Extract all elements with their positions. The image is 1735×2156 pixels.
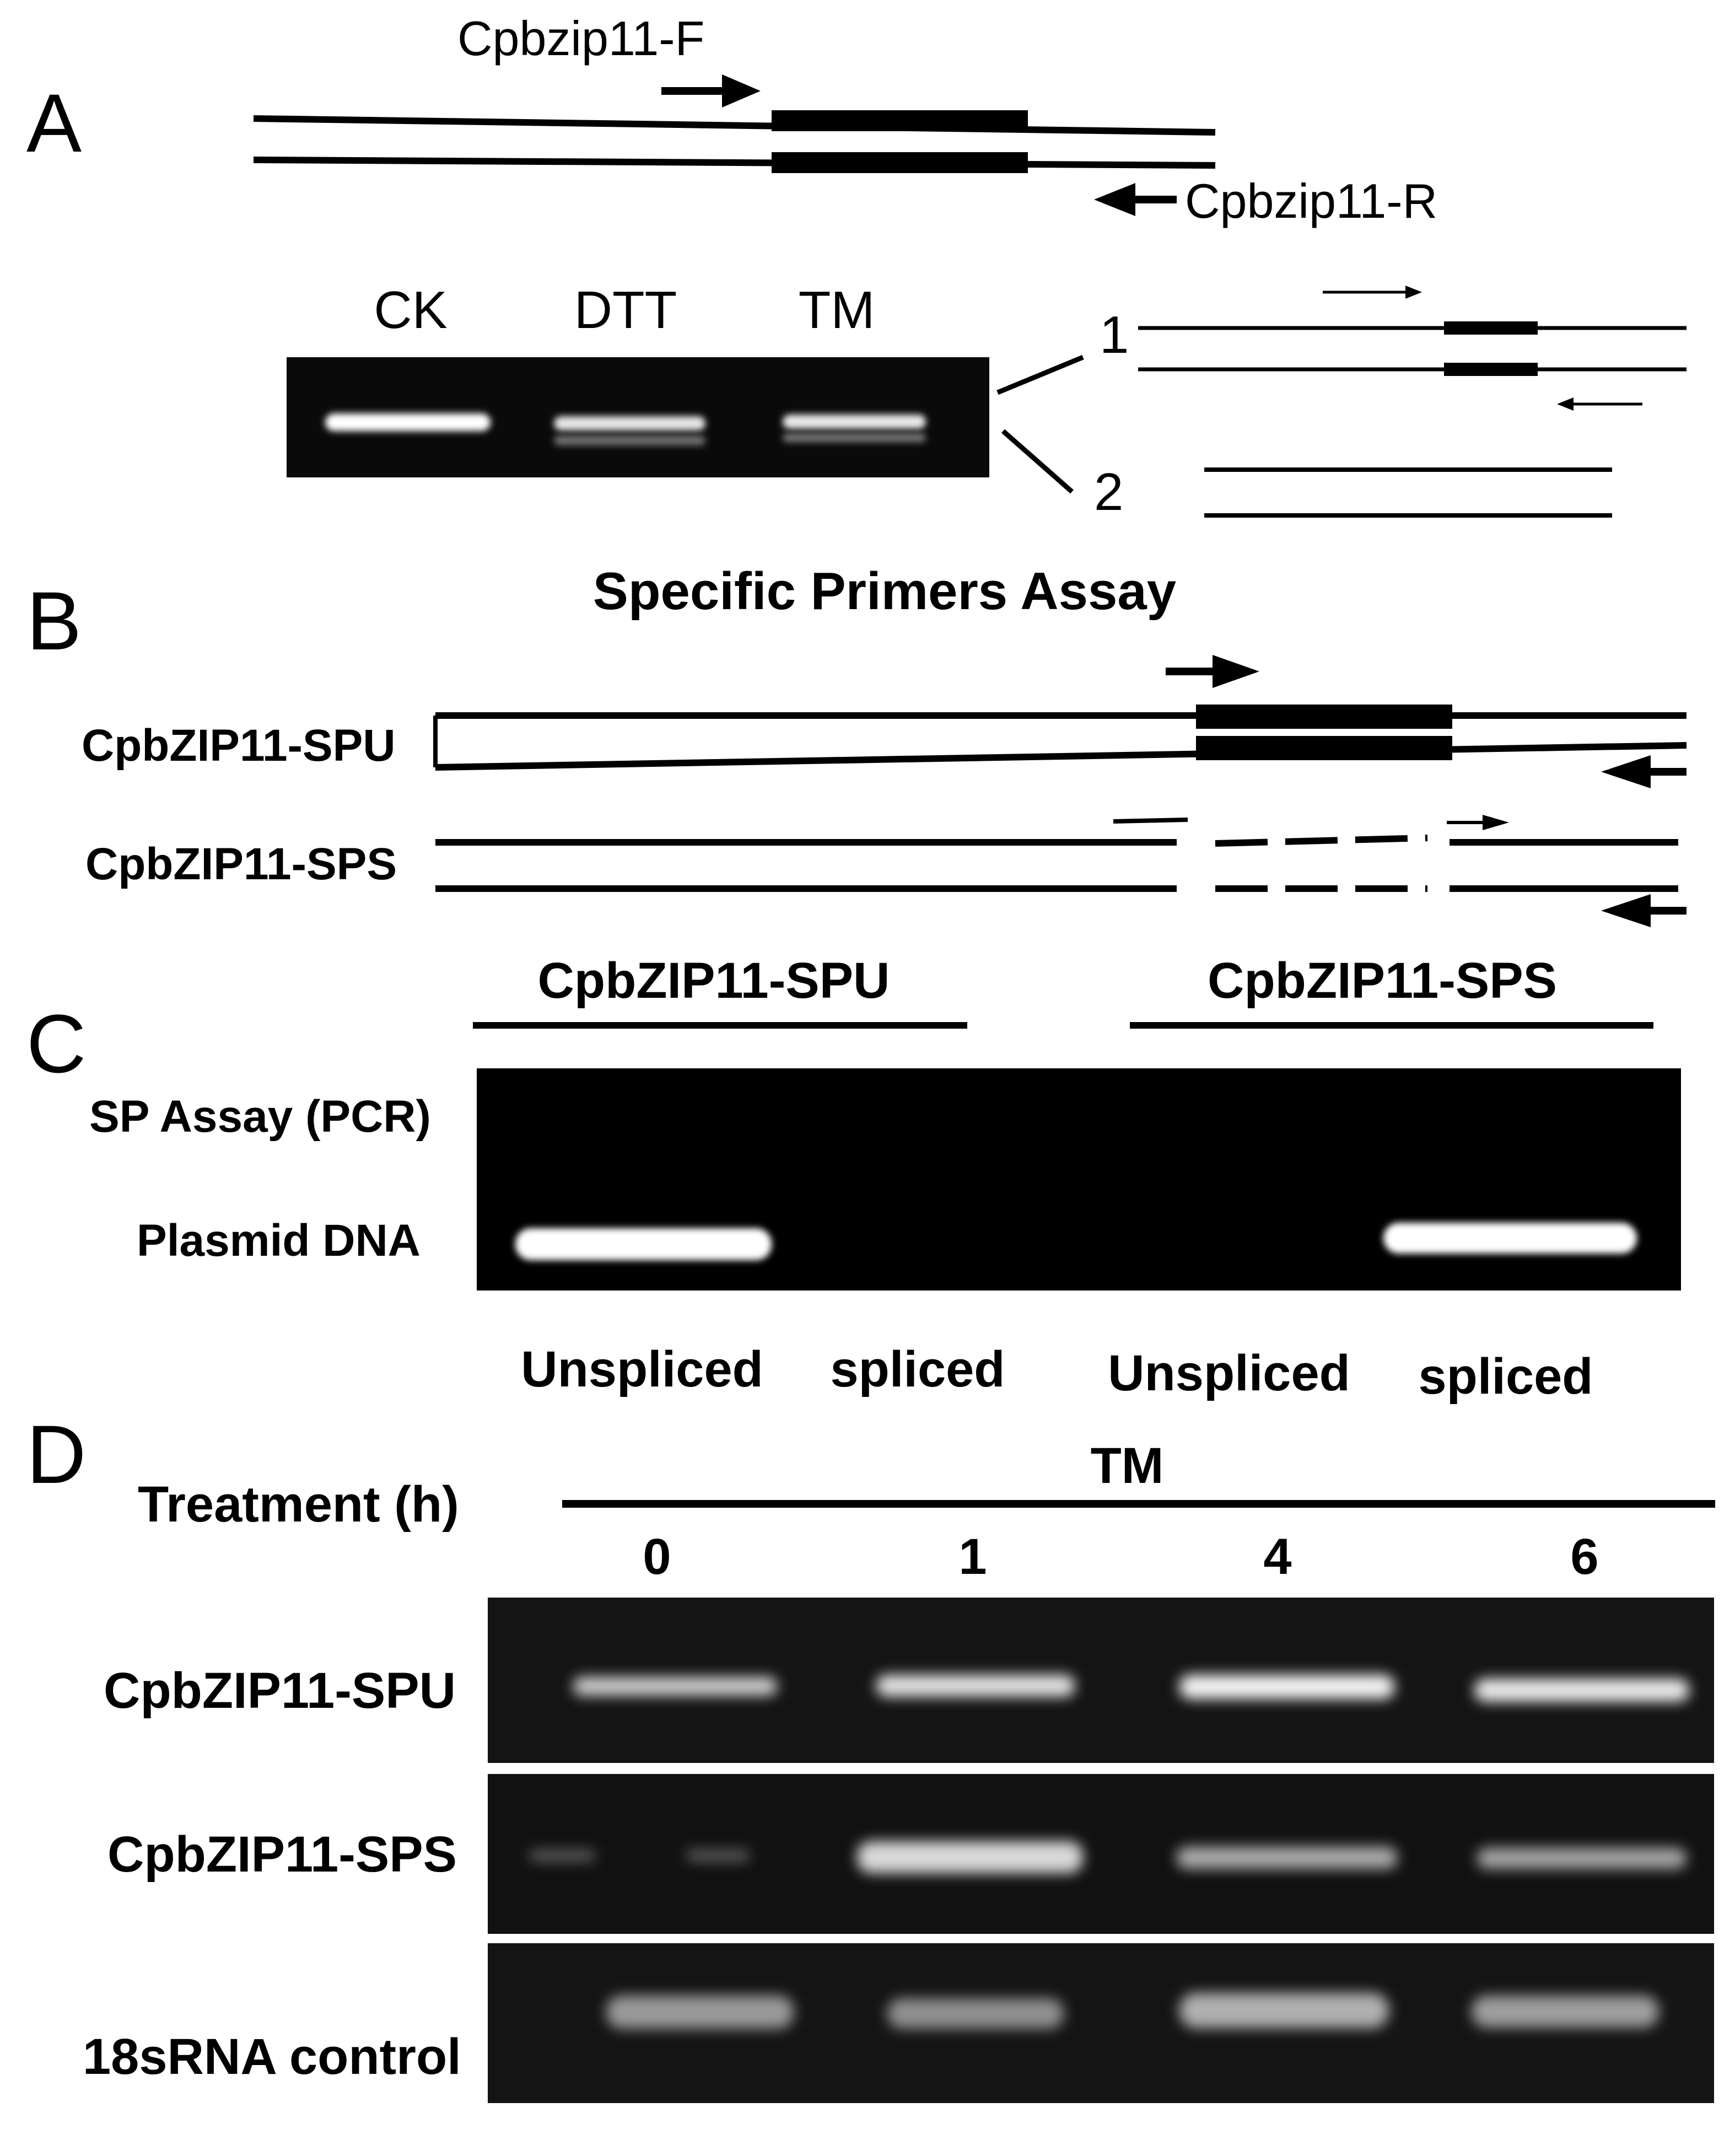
timepoint-0: 0 <box>643 1529 671 1585</box>
gel-d-sps-band-0h-a <box>529 1849 595 1862</box>
panel-d: D TM Treatment (h) 0 1 4 6 CpbZIP11-SPU … <box>26 1408 1715 2103</box>
gel-a <box>287 357 989 477</box>
gel-c-band-spu-unspliced <box>515 1228 772 1260</box>
lane-label-spliced-2: spliced <box>1418 1348 1593 1405</box>
gel-d-spu-band-6h <box>1474 1679 1689 1702</box>
row-label-template: Plasmid DNA <box>137 1216 421 1266</box>
gel-d-sps-band-0h-b <box>686 1849 750 1862</box>
gel-d-control <box>488 1943 1714 2103</box>
gel-lane-label-tm: TM <box>799 281 875 340</box>
panel-a-letter: A <box>26 77 82 169</box>
gel-a-band-ck <box>325 413 491 431</box>
gel-a-band-dtt-upper <box>554 416 705 431</box>
primer-forward-label: Cpbzip11-F <box>457 11 704 66</box>
gel-d-spu <box>488 1598 1714 1763</box>
gel-lane-label-ck: CK <box>374 281 447 340</box>
gel-d-sps <box>488 1774 1714 1934</box>
gel-d-control-band-0h <box>606 1996 794 2029</box>
gel-d-control-band-4h <box>1179 1993 1389 2028</box>
gel-a-band-dtt-lower <box>554 435 705 445</box>
panel-b-title: Specific Primers Assay <box>593 562 1176 621</box>
product-2-duplex <box>1204 467 1612 518</box>
gel-d-spu-band-1h <box>876 1675 1075 1697</box>
gel-d-control-band-6h <box>1472 1996 1659 2028</box>
lane-label-unspliced-1: Unspliced <box>521 1341 763 1397</box>
gene-duplex-a <box>253 110 1216 173</box>
gel-c <box>477 1068 1681 1291</box>
gel-d-spu-band-0h <box>573 1677 777 1696</box>
panel-b-letter: B <box>26 574 82 667</box>
forward-primer-arrow <box>661 74 761 107</box>
panel-c-letter: C <box>26 997 86 1090</box>
construct-label-spu: CpbZIP11-SPU <box>82 721 396 771</box>
band-pointer-2 <box>1001 429 1074 494</box>
exon-box-a-top <box>772 110 1028 131</box>
product-1-duplex <box>1138 286 1686 411</box>
row-label-control: 18sRNA control <box>83 2029 461 2085</box>
group-label-sps: CpbZIP11-SPS <box>1208 953 1557 1009</box>
group-label-spu: CpbZIP11-SPU <box>537 953 890 1009</box>
gel-c-band-sps-spliced <box>1383 1223 1637 1254</box>
construct-spu-duplex <box>433 655 1687 788</box>
gel-d-spu-band-4h <box>1179 1675 1394 1699</box>
reverse-primer-arrow <box>1094 183 1177 216</box>
gel-d-sps-band-4h <box>1177 1847 1397 1869</box>
gel-d-sps-band-6h <box>1477 1848 1686 1869</box>
lane-label-spliced-1: spliced <box>830 1341 1005 1397</box>
gel-d-sps-band-1h <box>857 1841 1083 1873</box>
row-label-spu: CpbZIP11-SPU <box>104 1663 456 1719</box>
panel-a: A Cpbzip11-F Cpbzip11-R CK DTT TM <box>26 11 1686 521</box>
row-label-sps: CpbZIP11-SPS <box>107 1826 457 1883</box>
primer-reverse-label: Cpbzip11-R <box>1185 174 1437 228</box>
panel-d-letter: D <box>26 1408 86 1501</box>
timepoint-6: 6 <box>1570 1529 1598 1585</box>
band-pointer-1 <box>996 354 1084 395</box>
gel-lane-label-dtt: DTT <box>574 281 677 340</box>
construct-label-sps: CpbZIP11-SPS <box>85 839 397 889</box>
gel-a-band-tm-upper <box>783 415 926 429</box>
panel-b: Specific Primers Assay B CpbZIP11-SPU Cp… <box>26 562 1687 927</box>
lane-label-unspliced-2: Unspliced <box>1108 1345 1350 1401</box>
timepoint-1: 1 <box>958 1529 987 1585</box>
construct-sps-duplex <box>435 815 1686 927</box>
gel-d-control-band-1h <box>887 1998 1064 2029</box>
band-number-1: 1 <box>1100 305 1129 364</box>
treatment-label: Treatment (h) <box>138 1476 459 1533</box>
row-label-assay: SP Assay (PCR) <box>89 1092 431 1142</box>
exon-box-a-bottom <box>772 152 1028 173</box>
timepoint-4: 4 <box>1263 1529 1291 1585</box>
panel-c: CpbZIP11-SPU CpbZIP11-SPS C SP Assay (PC… <box>26 953 1681 1405</box>
gel-a-band-tm-lower <box>783 433 926 442</box>
treatment-name: TM <box>1091 1438 1164 1494</box>
band-number-2: 2 <box>1094 463 1123 521</box>
